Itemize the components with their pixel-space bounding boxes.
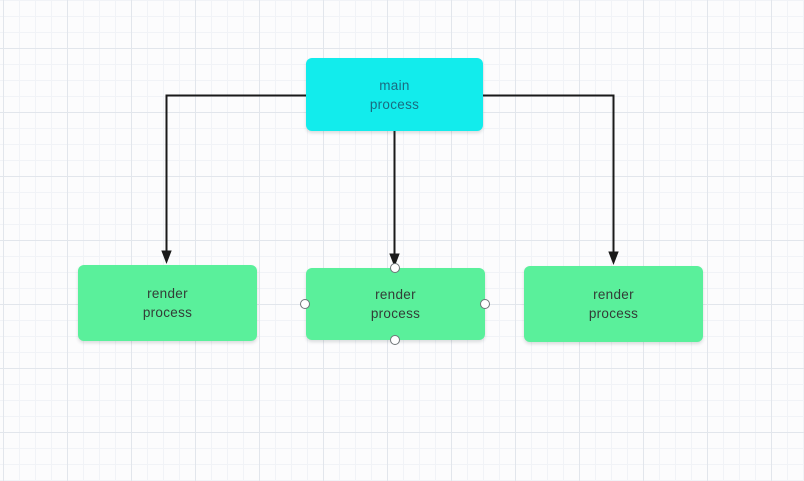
connection-handle-bottom[interactable] <box>390 335 400 345</box>
connection-handle-top[interactable] <box>390 263 400 273</box>
edge-main-to-render-3[interactable] <box>483 94 619 266</box>
node-render-process-3[interactable]: render process <box>524 266 703 342</box>
connection-handle-left[interactable] <box>300 299 310 309</box>
arrowhead-icon <box>608 251 619 265</box>
node-label-line: process <box>588 306 639 321</box>
node-render-process-2[interactable]: render process <box>306 268 485 340</box>
edge-main-to-render-1[interactable] <box>161 94 306 265</box>
node-label-line: render <box>593 287 634 302</box>
node-label-line: render <box>375 287 416 302</box>
node-label-line: process <box>142 305 193 320</box>
connection-handle-right[interactable] <box>480 299 490 309</box>
arrowhead-icon <box>161 250 172 264</box>
edge-main-to-render-2[interactable] <box>389 131 400 267</box>
node-label-line: process <box>369 96 420 112</box>
node-render-process-1[interactable]: render process <box>78 265 257 341</box>
node-main-process[interactable]: main process <box>306 58 483 131</box>
node-label-line: process <box>370 306 421 321</box>
node-label-line: render <box>147 286 188 301</box>
node-label-line: main <box>379 77 410 93</box>
